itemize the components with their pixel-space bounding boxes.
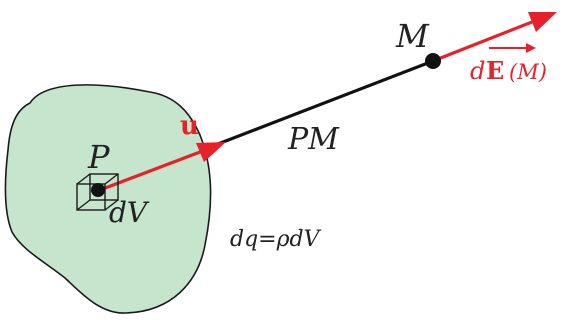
field-vector-de-shaft [432, 20, 533, 63]
volume-element-cube [76, 173, 119, 211]
point-p-label: P [87, 138, 110, 176]
point-m-dot [425, 53, 441, 69]
segment-pm-label: PM [287, 122, 340, 157]
charge-equation-label: dq=ρdV [230, 227, 322, 252]
field-label-arg: (M) [509, 60, 547, 84]
field-vector-de-arrowhead [528, 12, 557, 32]
field-label: d E (M) [470, 43, 547, 85]
segment-pm-line [217, 59, 434, 146]
charge-region [4, 84, 212, 314]
unit-vector-label: u [180, 111, 199, 141]
volume-element-label: dV [109, 196, 150, 229]
field-label-overarrow-head [526, 43, 536, 53]
point-p-dot [91, 183, 105, 197]
unit-vector-u-shaft [99, 150, 201, 192]
field-label-d: d [470, 57, 485, 85]
field-label-e: E [486, 56, 504, 85]
point-m-label: M [395, 17, 430, 55]
unit-vector-u-arrowhead [196, 142, 226, 162]
